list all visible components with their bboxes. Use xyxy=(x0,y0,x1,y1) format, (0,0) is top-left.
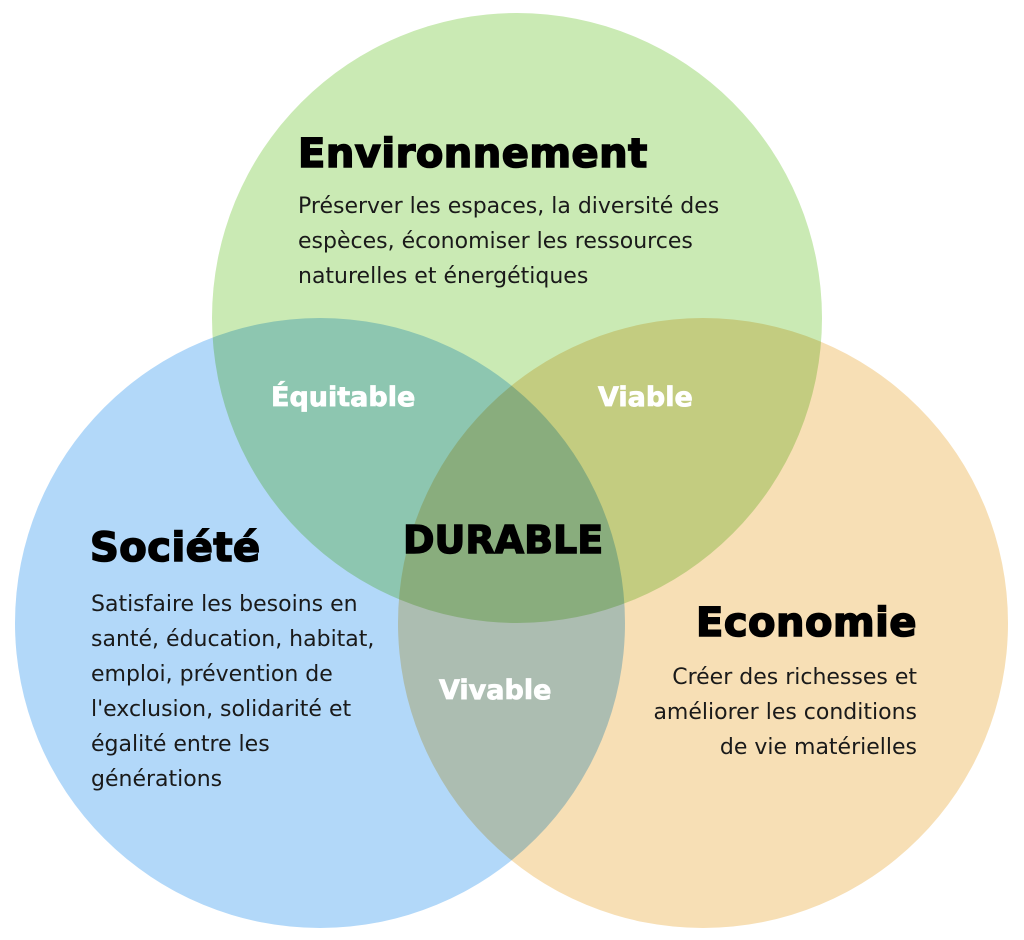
societe-title: Société xyxy=(89,524,261,572)
economie-title: Economie xyxy=(695,599,917,647)
societe-description: Satisfaire les besoins en santé, éducati… xyxy=(91,592,375,792)
economie-description: Créer des richesses et améliorer les con… xyxy=(653,665,917,760)
overlap-label-equitable: Équitable xyxy=(271,382,416,414)
environnement-description: Préserver les espaces, la diversité des … xyxy=(298,194,720,289)
overlap-label-viable: Viable xyxy=(598,382,694,414)
overlap-label-vivable: Vivable xyxy=(439,675,552,707)
environnement-title: Environnement xyxy=(297,130,648,178)
circle-economie xyxy=(398,318,1008,928)
center-label-durable: DURABLE xyxy=(402,517,604,562)
